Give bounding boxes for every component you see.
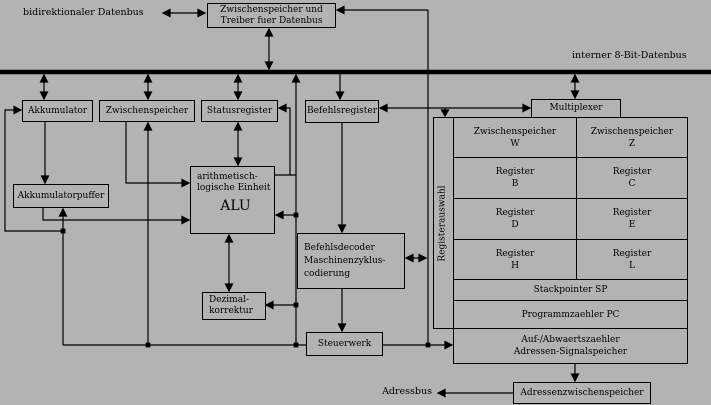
multiplexer-label: Multiplexer xyxy=(549,103,603,113)
steuerwerk-box: Steuerwerk xyxy=(306,332,383,356)
befehlsdecoder-line2: Maschinenzyklus- xyxy=(304,255,386,266)
column-divider xyxy=(576,118,577,279)
register-z-cell: Zwischenspeicher Z xyxy=(590,126,674,149)
row-divider xyxy=(454,328,687,329)
row-divider xyxy=(454,279,687,280)
befehlsregister-label: Befehlsregister xyxy=(306,106,378,116)
akkumulatorpuffer-box: Akkumulatorpuffer xyxy=(13,184,109,208)
stackpointer-cell: Stackpointer SP xyxy=(533,285,608,295)
register-b-cell: Register B xyxy=(495,167,535,189)
akkumulator-box: Akkumulator xyxy=(22,100,93,122)
dezimalkorrektur-line2: korrektur xyxy=(209,306,253,316)
adressenzwischenspeicher-box: Adressenzwischenspeicher xyxy=(513,382,651,404)
statusregister-box: Statusregister xyxy=(201,100,278,122)
address-bus-label: Adressbus xyxy=(382,386,432,397)
zwischenspeicher-box: Zwischenspeicher xyxy=(99,100,195,122)
programmzaehler-cell: Programmzaehler PC xyxy=(521,309,620,320)
databus-buffer-line2: Treiber fuer Datenbus xyxy=(220,15,323,26)
adresszaehler-cell: Auf-/Abwaertszaehler Adressen-Signalspei… xyxy=(513,335,628,357)
databus-buffer-box: Zwischenspeicher und Treiber fuer Datenb… xyxy=(207,3,336,28)
internal-databus-label: interner 8-Bit-Datenbus xyxy=(572,50,687,61)
databus-buffer-line1: Zwischenspeicher und xyxy=(220,4,323,15)
alu-line2: logische Einheit xyxy=(197,183,271,193)
register-e-cell: Register E xyxy=(612,208,652,230)
dezimalkorrektur-line1: Dezimal- xyxy=(209,295,249,305)
steuerwerk-label: Steuerwerk xyxy=(317,338,372,349)
row-divider xyxy=(454,157,687,158)
registerauswahl-label: Registerauswahl xyxy=(438,184,449,262)
alu-box: arithmetisch- logische Einheit ALU xyxy=(190,166,275,234)
dezimalkorrektur-box: Dezimal- korrektur xyxy=(202,292,266,320)
akkumulatorpuffer-label: Akkumulatorpuffer xyxy=(17,190,105,201)
register-w-cell: Zwischenspeicher W xyxy=(473,126,557,149)
zwischenspeicher-label: Zwischenspeicher xyxy=(105,105,189,116)
befehlsdecoder-line3: codierung xyxy=(304,268,351,279)
alu-line1: arithmetisch- xyxy=(197,172,258,182)
register-l-cell: Register L xyxy=(612,248,652,271)
row-divider xyxy=(454,239,687,240)
akkumulator-label: Akkumulator xyxy=(27,105,88,116)
register-block: Zwischenspeicher W Zwischenspeicher Z Re… xyxy=(453,117,688,364)
befehlsdecoder-line1: Befehlsdecoder xyxy=(304,242,375,253)
register-c-cell: Register C xyxy=(612,167,652,189)
row-divider xyxy=(454,198,687,199)
row-divider xyxy=(454,300,687,301)
statusregister-label: Statusregister xyxy=(206,105,273,116)
registerauswahl-box: Registerauswahl xyxy=(433,117,454,329)
register-h-cell: Register H xyxy=(495,248,535,271)
bidirectional-databus-label: bidirektionaler Datenbus xyxy=(23,7,144,18)
befehlsdecoder-box: Befehlsdecoder Maschinenzyklus- codierun… xyxy=(297,233,405,289)
alu-acronym: ALU xyxy=(220,198,251,214)
befehlsregister-box: Befehlsregister xyxy=(305,100,379,123)
register-d-cell: Register D xyxy=(495,208,535,230)
adressenzwischenspeicher-label: Adressenzwischenspeicher xyxy=(520,387,644,398)
multiplexer-box: Multiplexer xyxy=(531,99,621,118)
